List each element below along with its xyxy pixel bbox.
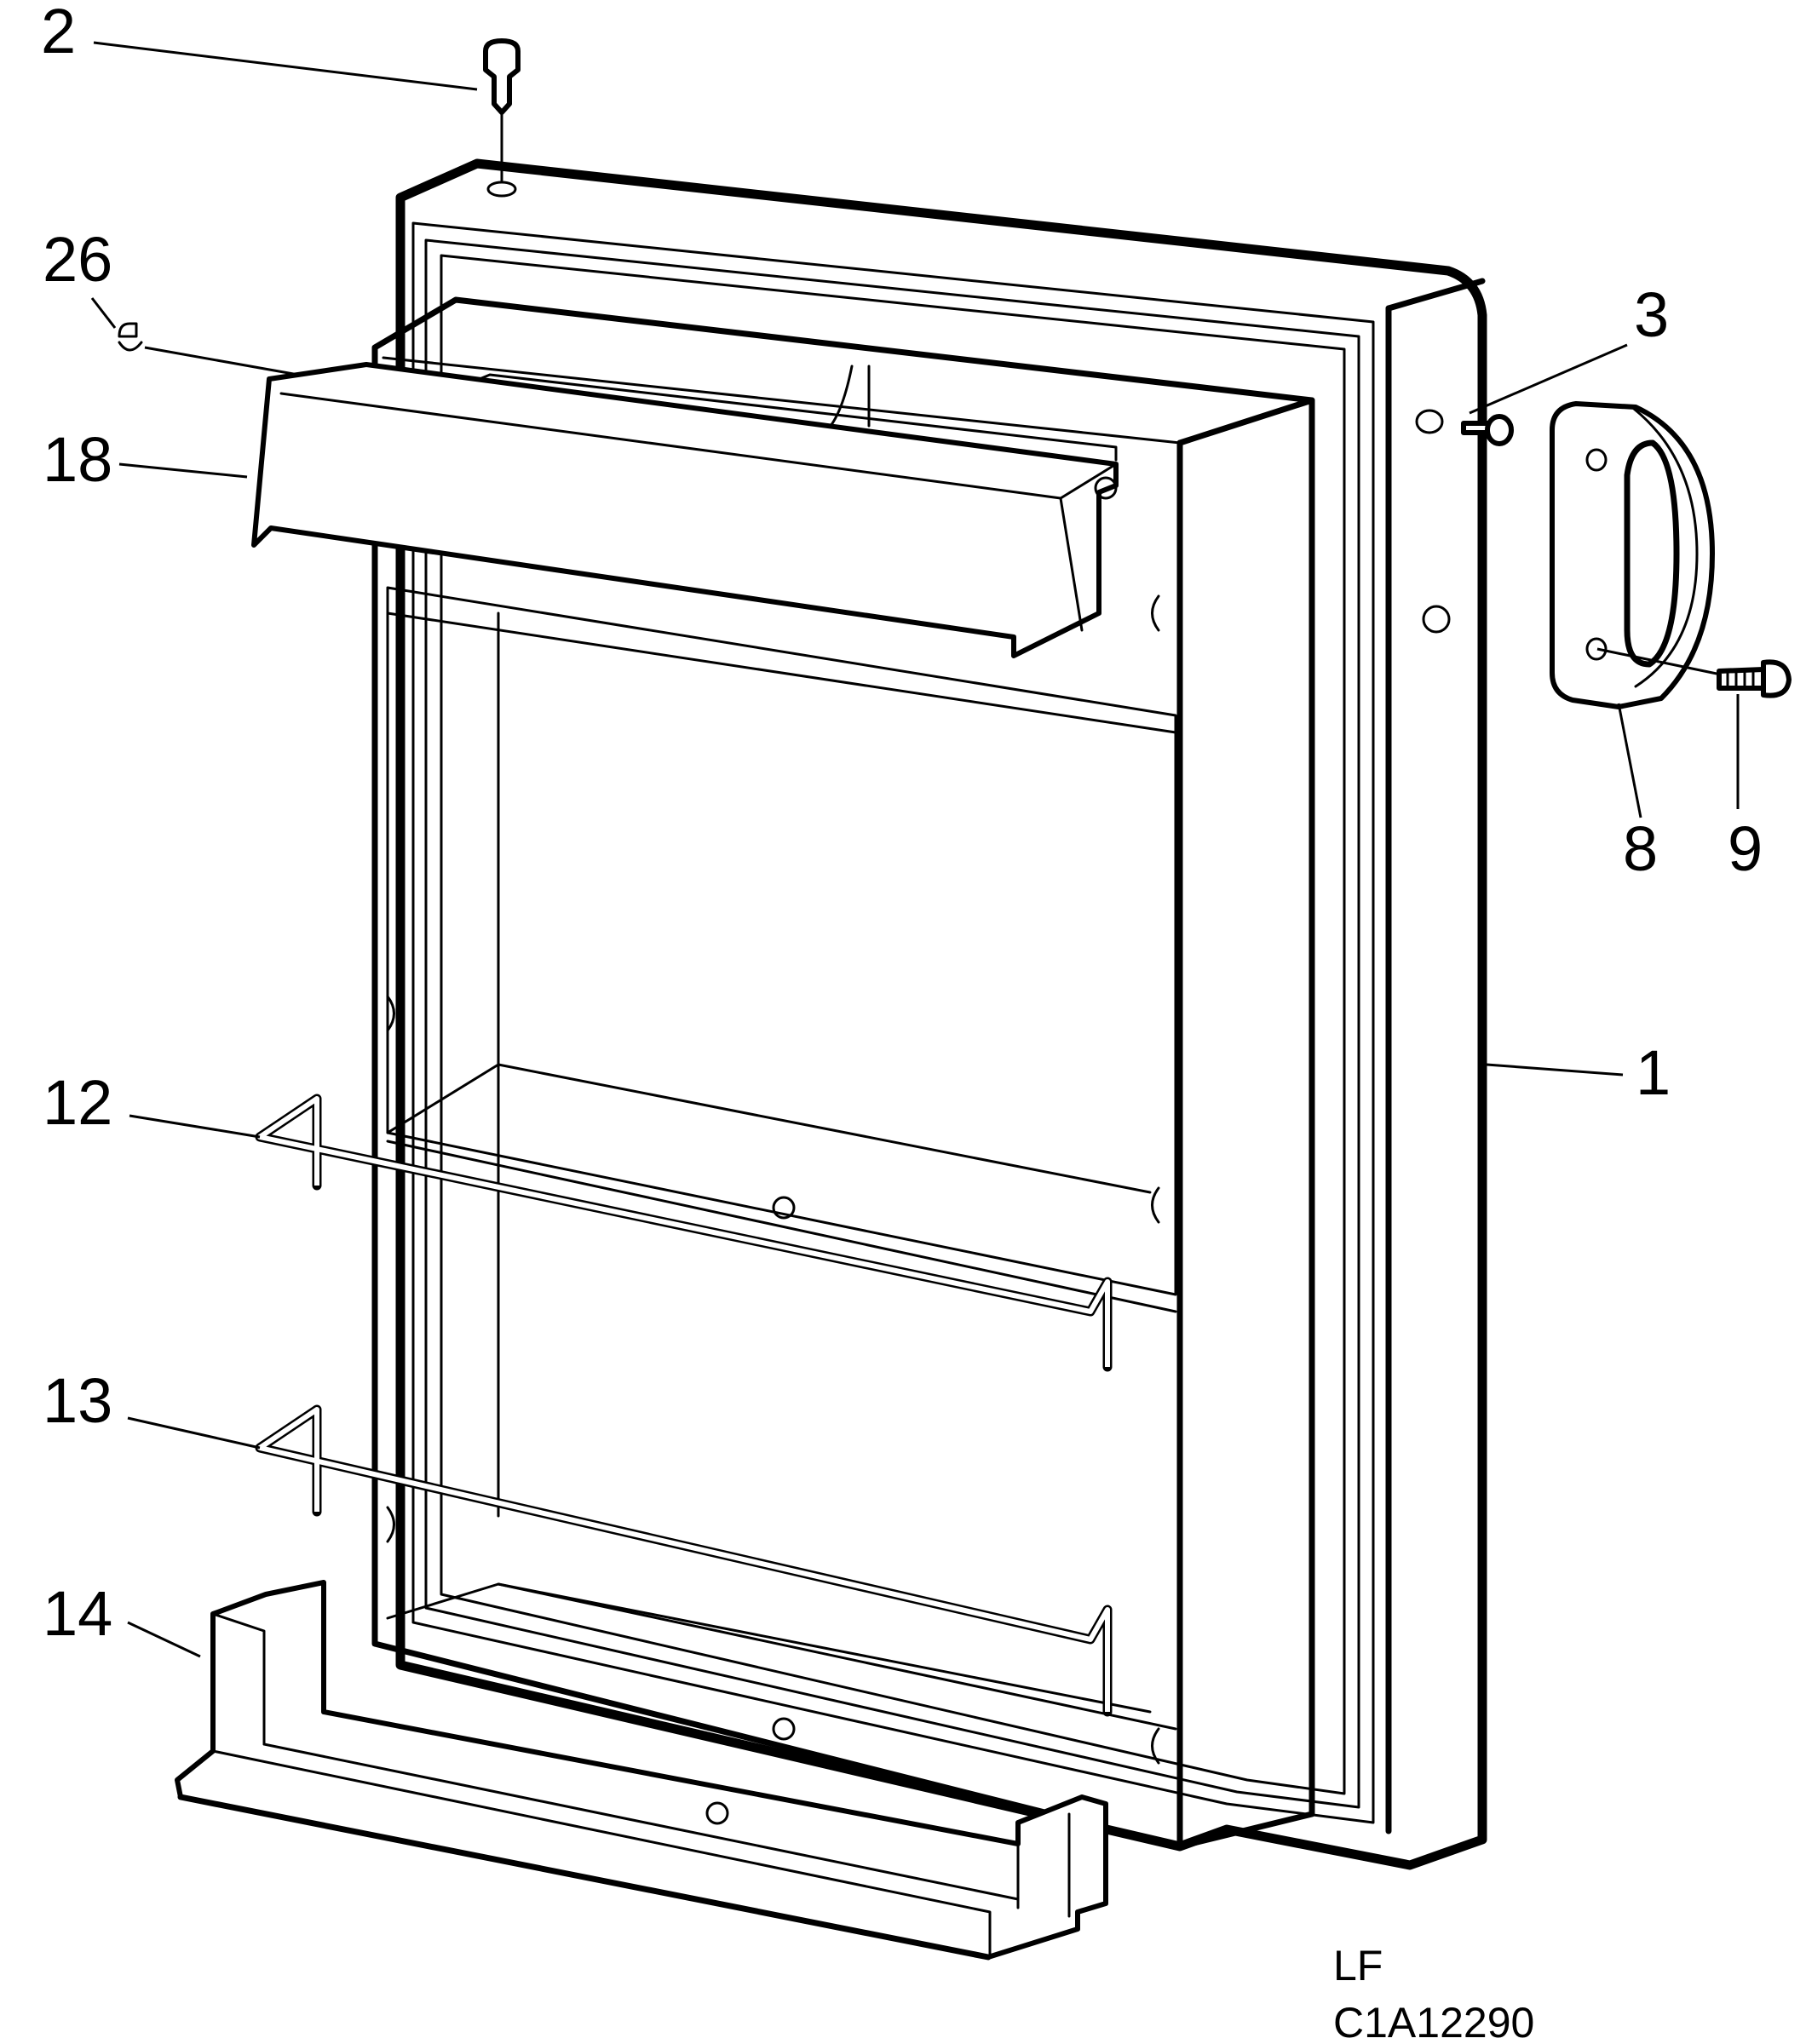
leader-line (1596, 647, 1722, 676)
callout-8: 8 (1623, 813, 1658, 884)
upper-bin (251, 362, 1119, 658)
leader-line (144, 346, 299, 376)
leader-line (1617, 703, 1642, 818)
leader-line (129, 1114, 261, 1139)
callout-2: 2 (41, 0, 76, 66)
mount-hole (1422, 605, 1451, 634)
clip-fastener (118, 322, 143, 352)
callout-3: 3 (1634, 279, 1669, 350)
callout-13: 13 (43, 1365, 112, 1436)
callout-18: 18 (43, 424, 112, 495)
leader-line (93, 41, 478, 91)
callout-9: 9 (1728, 813, 1763, 884)
leader-line (1469, 343, 1628, 415)
hinge-pin (1461, 414, 1514, 446)
drawing-code-line1: LF (1333, 1942, 1383, 1989)
lower-bin (175, 1580, 1108, 1961)
callout-26: 26 (43, 224, 112, 295)
screw (1717, 659, 1792, 698)
leader-line (1486, 1063, 1624, 1077)
leader-line (90, 297, 117, 329)
door-handle (1550, 401, 1715, 709)
leader-line (118, 462, 248, 479)
callout-14: 14 (43, 1578, 112, 1649)
leader-line (127, 1621, 201, 1658)
mount-hole (1415, 409, 1444, 434)
drawing-code-line2: C1A12290 (1333, 1999, 1534, 2044)
door-panel (371, 158, 1487, 1870)
callout-1: 1 (1636, 1037, 1671, 1108)
callout-12: 12 (43, 1067, 112, 1138)
plug-pin (483, 38, 521, 198)
lower-wire-rail (255, 1404, 1113, 1717)
upper-wire-rail (255, 1094, 1113, 1372)
leader-line (127, 1416, 261, 1450)
